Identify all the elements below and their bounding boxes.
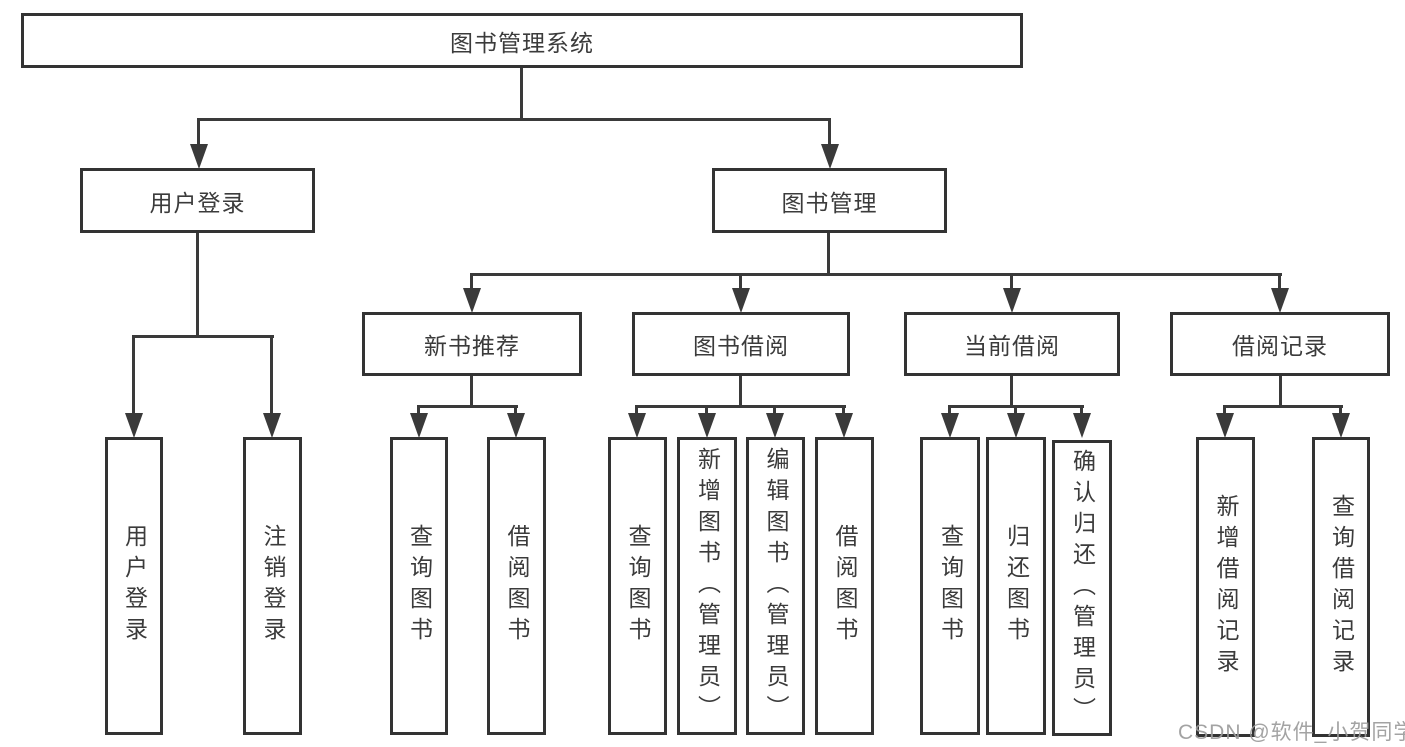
arrow-down-icon	[732, 288, 750, 313]
leaf-label: 查询图书	[937, 524, 964, 648]
node-user-login: 用户登录	[80, 168, 315, 233]
arrow-down-icon	[410, 413, 428, 438]
connector-root-stub	[520, 68, 523, 120]
connector-book-management-stub	[827, 233, 830, 276]
connector-arrow-stem	[842, 405, 845, 417]
node-new-book-recommendation: 新书推荐	[362, 312, 582, 376]
arrow-down-icon	[766, 413, 784, 438]
connector-arrow-stem	[1080, 405, 1083, 417]
leaf-confirm-return-admin: 确认归还（管理员）	[1052, 440, 1112, 736]
leaf-user-login: 用户登录	[105, 437, 163, 735]
connector-level2-rail	[197, 118, 831, 121]
leaf-query-borrow-record: 查询借阅记录	[1312, 437, 1370, 737]
node-book-borrowing: 图书借阅	[632, 312, 850, 376]
connector-arrow-stem	[828, 118, 831, 146]
leaf-label: 用户登录	[121, 524, 148, 648]
connector-arrow-stem	[773, 405, 776, 417]
leaf-edit-book-admin: 编辑图书（管理员）	[746, 437, 805, 735]
arrow-down-icon	[125, 413, 143, 438]
connector-arrow-stem	[270, 335, 273, 416]
leaf-label: 确认归还（管理员）	[1069, 448, 1096, 728]
connector-arrow-stem	[1223, 405, 1226, 417]
node-label: 图书管理系统	[450, 29, 594, 56]
connector-rail	[635, 405, 846, 408]
connector-rail	[1223, 405, 1343, 408]
arrow-down-icon	[835, 413, 853, 438]
connector-stub	[470, 376, 473, 408]
leaf-label: 查询图书	[406, 524, 433, 648]
node-borrowing-records: 借阅记录	[1170, 312, 1390, 376]
connector-arrow-stem	[948, 405, 951, 417]
leaf-label: 新增图书（管理员）	[694, 446, 721, 726]
arrow-down-icon	[507, 413, 525, 438]
leaf-label: 查询借阅记录	[1328, 494, 1355, 680]
connector-arrow-stem	[197, 118, 200, 146]
connector-arrow-stem	[635, 405, 638, 417]
connector-stub	[1279, 376, 1282, 408]
node-current-borrowing: 当前借阅	[904, 312, 1120, 376]
arrow-down-icon	[698, 413, 716, 438]
node-label: 借阅记录	[1232, 333, 1328, 359]
leaf-label: 新增借阅记录	[1213, 494, 1239, 680]
node-label: 用户登录	[149, 189, 246, 216]
arrow-down-icon	[1271, 288, 1289, 313]
leaf-label: 借阅图书	[504, 524, 530, 648]
arrow-down-icon	[821, 144, 839, 169]
leaf-return-books: 归还图书	[986, 437, 1046, 735]
leaf-label: 编辑图书（管理员）	[763, 446, 789, 726]
connector-arrow-stem	[132, 335, 135, 416]
csdn-watermark: CSDN @软件_小贺同学	[1178, 721, 1405, 744]
leaf-logout: 注销登录	[243, 437, 302, 735]
leaf-add-borrow-record: 新增借阅记录	[1196, 437, 1255, 737]
connector-arrow-stem	[470, 273, 473, 291]
leaf-add-book-admin: 新增图书（管理员）	[677, 437, 737, 735]
leaf-query-books-current: 查询图书	[920, 437, 980, 735]
connector-arrow-stem	[1014, 405, 1017, 417]
node-label: 当前借阅	[964, 333, 1060, 359]
node-library-management-system: 图书管理系统	[21, 13, 1023, 68]
arrow-down-icon	[263, 413, 281, 438]
connector-arrow-stem	[1010, 273, 1013, 291]
leaf-label: 注销登录	[260, 524, 286, 648]
connector-arrow-stem	[1339, 405, 1342, 417]
arrow-down-icon	[190, 144, 208, 169]
arrow-down-icon	[1216, 413, 1234, 438]
arrow-down-icon	[1073, 413, 1091, 438]
connector-arrow-stem	[514, 405, 517, 417]
connector-arrow-stem	[417, 405, 420, 417]
leaf-label: 借阅图书	[832, 524, 858, 648]
leaf-query-books-borrowing: 查询图书	[608, 437, 667, 735]
connector-stub	[739, 376, 742, 408]
node-label: 图书借阅	[693, 333, 789, 359]
connector-user-login-rail	[132, 335, 274, 338]
connector-rail	[417, 405, 518, 408]
connector-stub	[1010, 376, 1013, 408]
arrow-down-icon	[941, 413, 959, 438]
arrow-down-icon	[463, 288, 481, 313]
arrow-down-icon	[1332, 413, 1350, 438]
connector-arrow-stem	[739, 273, 742, 291]
leaf-label: 查询图书	[625, 524, 651, 648]
arrow-down-icon	[1003, 288, 1021, 313]
node-label: 图书管理	[781, 189, 878, 216]
connector-user-login-stub	[196, 233, 199, 338]
arrow-down-icon	[628, 413, 646, 438]
connector-level3-rail	[470, 273, 1282, 276]
leaf-borrow-books: 借阅图书	[815, 437, 874, 735]
leaf-label: 归还图书	[1003, 524, 1030, 648]
arrow-down-icon	[1007, 413, 1025, 438]
node-label: 新书推荐	[424, 333, 520, 359]
connector-arrow-stem	[1278, 273, 1281, 291]
node-book-management: 图书管理	[712, 168, 947, 233]
leaf-borrow-books-recommend: 借阅图书	[487, 437, 546, 735]
connector-arrow-stem	[705, 405, 708, 417]
leaf-query-books-recommend: 查询图书	[390, 437, 448, 735]
